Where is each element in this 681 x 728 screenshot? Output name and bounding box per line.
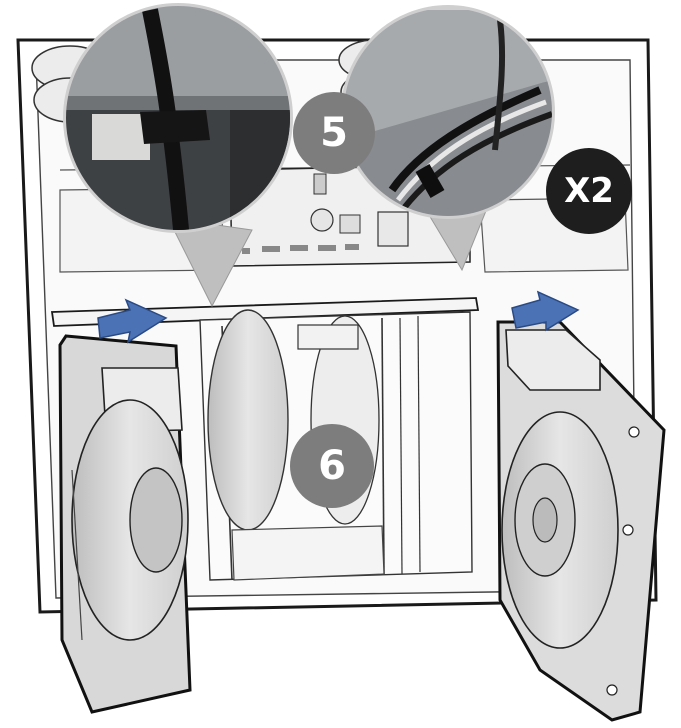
removal-arrows xyxy=(97,290,580,344)
quantity-badge: X2 xyxy=(546,148,632,234)
left-arrow xyxy=(97,298,168,344)
right-fan-unit xyxy=(496,320,666,722)
left-fan-unit xyxy=(58,334,192,714)
detail-photo-cable-tie xyxy=(341,5,555,219)
step-6-badge: 6 xyxy=(290,424,374,508)
step-5-badge: 5 xyxy=(293,92,375,174)
right-arrow xyxy=(511,290,580,332)
